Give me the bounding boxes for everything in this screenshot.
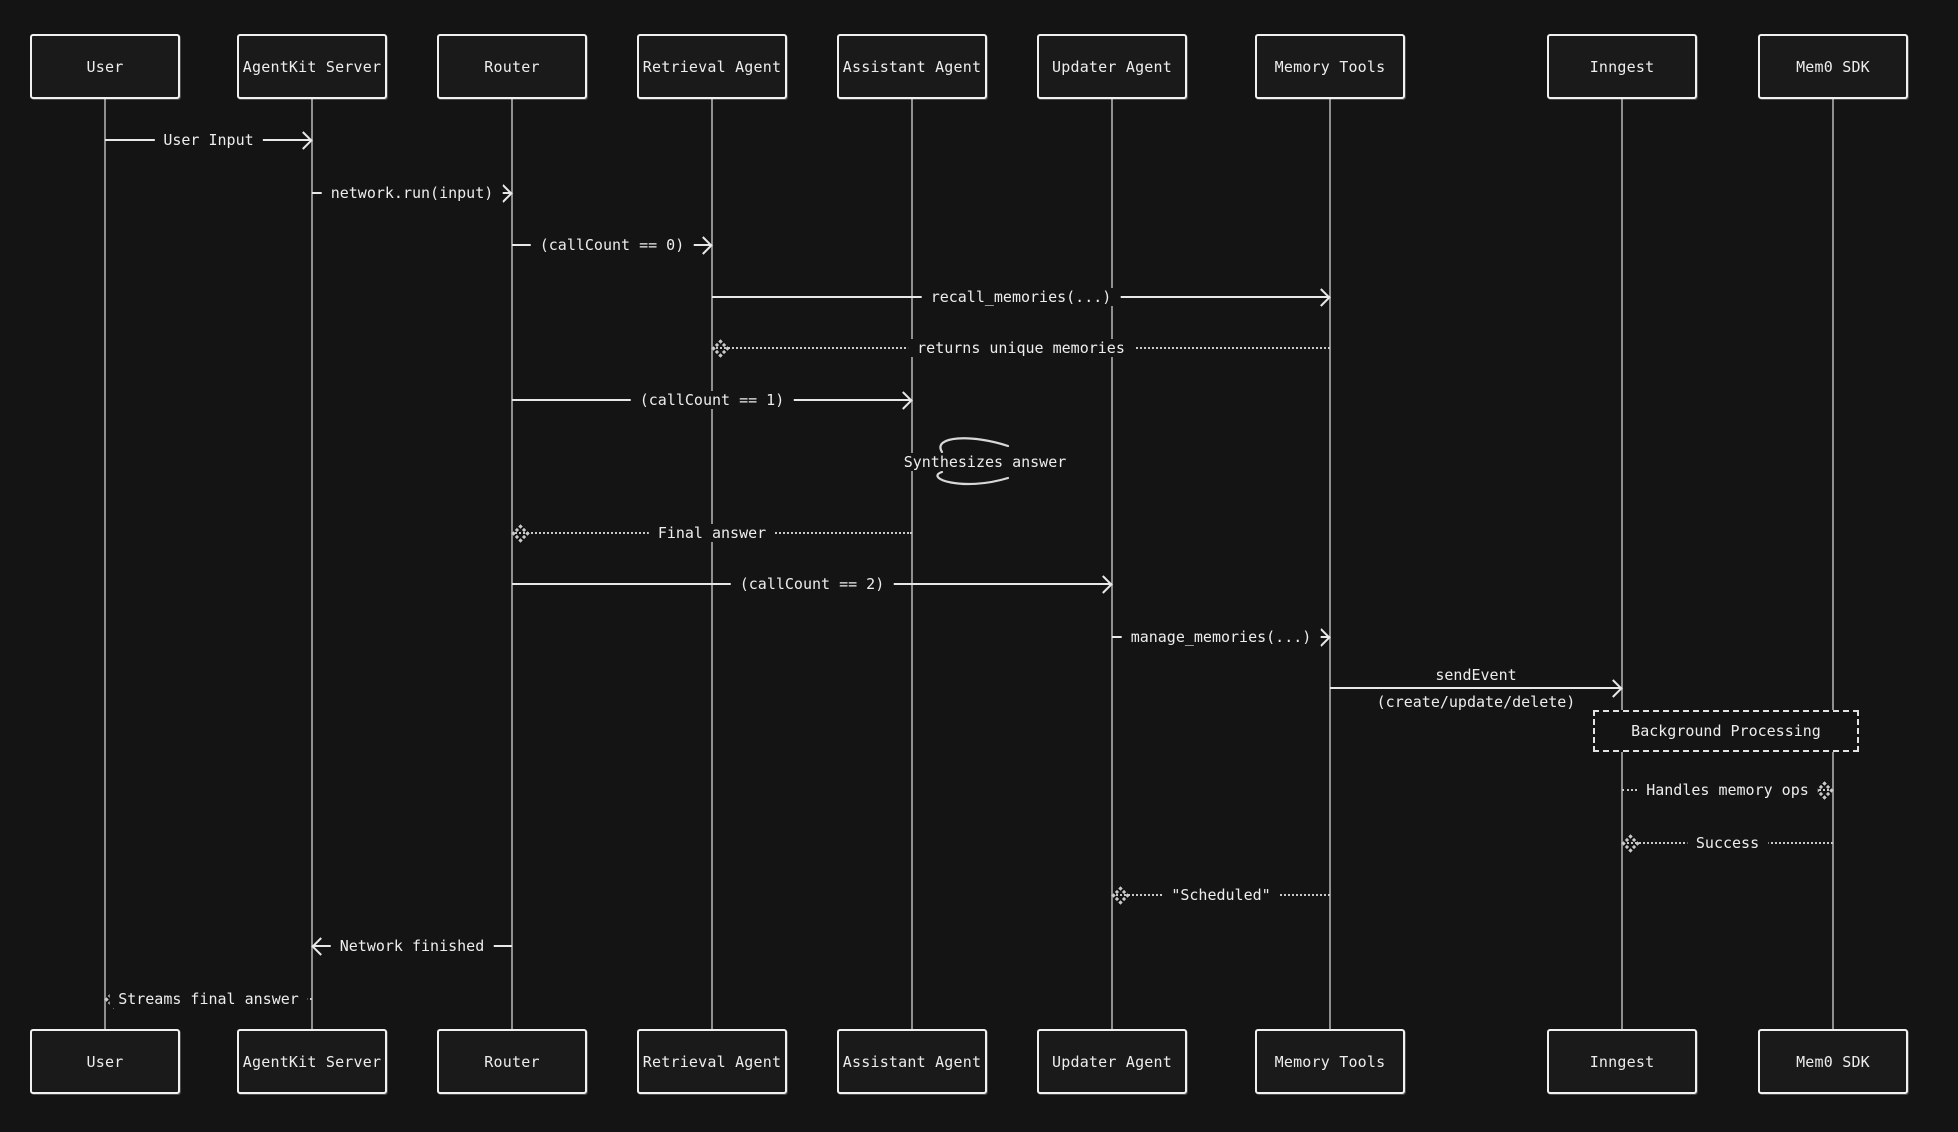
- actor-label: AgentKit Server: [242, 1052, 382, 1071]
- note-label: Synthesizes answer: [897, 453, 1073, 471]
- actor-label: Memory Tools: [1274, 1052, 1386, 1071]
- actor-label: Mem0 SDK: [1796, 57, 1870, 76]
- actor-label: Retrieval Agent: [642, 57, 782, 76]
- arrowhead-left-icon: [511, 523, 530, 543]
- actor-top-agentkit-server: AgentKit Server: [237, 34, 387, 99]
- actor-bottom-user: User: [30, 1029, 180, 1094]
- actor-top-router: Router: [437, 34, 587, 99]
- arrowhead-right-icon: [1312, 287, 1331, 307]
- lifeline-user: [104, 99, 106, 1029]
- message-label: Streams final answer: [109, 990, 308, 1008]
- actor-top-memory-tools: Memory Tools: [1255, 34, 1405, 99]
- message-label: (callCount == 0): [530, 236, 694, 254]
- actor-bottom-inngest: Inngest: [1547, 1029, 1697, 1094]
- actor-label: Assistant Agent: [842, 1052, 982, 1071]
- lifeline-retrieval-agent: [711, 99, 713, 1029]
- actor-label: Router: [484, 57, 540, 76]
- actor-label: Assistant Agent: [842, 57, 982, 76]
- arrowhead-right-icon: [694, 235, 713, 255]
- actor-bottom-mem0-sdk: Mem0 SDK: [1758, 1029, 1908, 1094]
- message-label: (callCount == 1): [630, 391, 794, 409]
- message-label: Final answer: [648, 524, 776, 542]
- actor-top-user: User: [30, 34, 180, 99]
- actor-label: Mem0 SDK: [1796, 1052, 1870, 1071]
- actor-label: AgentKit Server: [242, 57, 382, 76]
- message-label: Success: [1686, 834, 1769, 852]
- lifeline-updater-agent: [1111, 99, 1113, 1029]
- message-label: (callCount == 2): [730, 575, 894, 593]
- message-label: network.run(input): [321, 184, 503, 202]
- arrowhead-right-icon: [894, 390, 913, 410]
- lifeline-memory-tools: [1329, 99, 1331, 1029]
- message-label: "Scheduled": [1162, 886, 1280, 904]
- note-synthesizes-answer: Synthesizes answer: [897, 432, 1100, 492]
- background-processing-box: Background Processing: [1593, 710, 1859, 752]
- note-label: Background Processing: [1631, 722, 1821, 740]
- message-label-line1: sendEvent: [1435, 666, 1517, 684]
- actor-bottom-retrieval-agent: Retrieval Agent: [637, 1029, 787, 1094]
- arrowhead-right-icon: [294, 130, 313, 150]
- arrowhead-right-icon: [1815, 780, 1834, 800]
- actor-bottom-memory-tools: Memory Tools: [1255, 1029, 1405, 1094]
- actor-label: Retrieval Agent: [642, 1052, 782, 1071]
- actor-top-mem0-sdk: Mem0 SDK: [1758, 34, 1908, 99]
- actor-bottom-router: Router: [437, 1029, 587, 1094]
- arrowhead-left-icon: [1111, 885, 1130, 905]
- lifeline-assistant-agent: [911, 99, 913, 1029]
- arrowhead-left-icon: [1621, 833, 1640, 853]
- message-line: [1330, 687, 1622, 689]
- actor-label: Router: [484, 1052, 540, 1071]
- lifeline-agentkit-server: [311, 99, 313, 1029]
- actor-label: Inngest: [1589, 57, 1655, 76]
- lifeline-router: [511, 99, 513, 1029]
- actor-top-assistant-agent: Assistant Agent: [837, 34, 987, 99]
- arrowhead-left-icon: [711, 338, 730, 358]
- message-label-line2: (create/update/delete): [1376, 693, 1576, 711]
- actor-top-inngest: Inngest: [1547, 34, 1697, 99]
- message-label: recall_memories(...): [921, 288, 1121, 306]
- arrowhead-right-icon: [1604, 678, 1623, 698]
- actor-top-retrieval-agent: Retrieval Agent: [637, 34, 787, 99]
- actor-bottom-assistant-agent: Assistant Agent: [837, 1029, 987, 1094]
- actor-label: Memory Tools: [1274, 57, 1386, 76]
- message-label: manage_memories(...): [1121, 628, 1321, 646]
- actor-label: Inngest: [1589, 1052, 1655, 1071]
- actor-label: Updater Agent: [1052, 57, 1172, 76]
- lifeline-inngest: [1621, 99, 1623, 1029]
- actor-label: User: [86, 1052, 124, 1071]
- lifeline-mem0-sdk: [1832, 99, 1834, 1029]
- arrowhead-left-icon: [311, 936, 330, 956]
- arrowhead-right-icon: [1094, 574, 1113, 594]
- self-loop-swoosh-icon: [936, 437, 1010, 486]
- message-label: Handles memory ops: [1637, 781, 1818, 799]
- actor-top-updater-agent: Updater Agent: [1037, 34, 1187, 99]
- actor-bottom-updater-agent: Updater Agent: [1037, 1029, 1187, 1094]
- message-label: returns unique memories: [908, 339, 1134, 357]
- actor-bottom-agentkit-server: AgentKit Server: [237, 1029, 387, 1094]
- actor-label: Updater Agent: [1052, 1052, 1172, 1071]
- actor-label: User: [86, 57, 124, 76]
- message-label: Network finished: [330, 937, 494, 955]
- message-label: User Input: [154, 131, 263, 149]
